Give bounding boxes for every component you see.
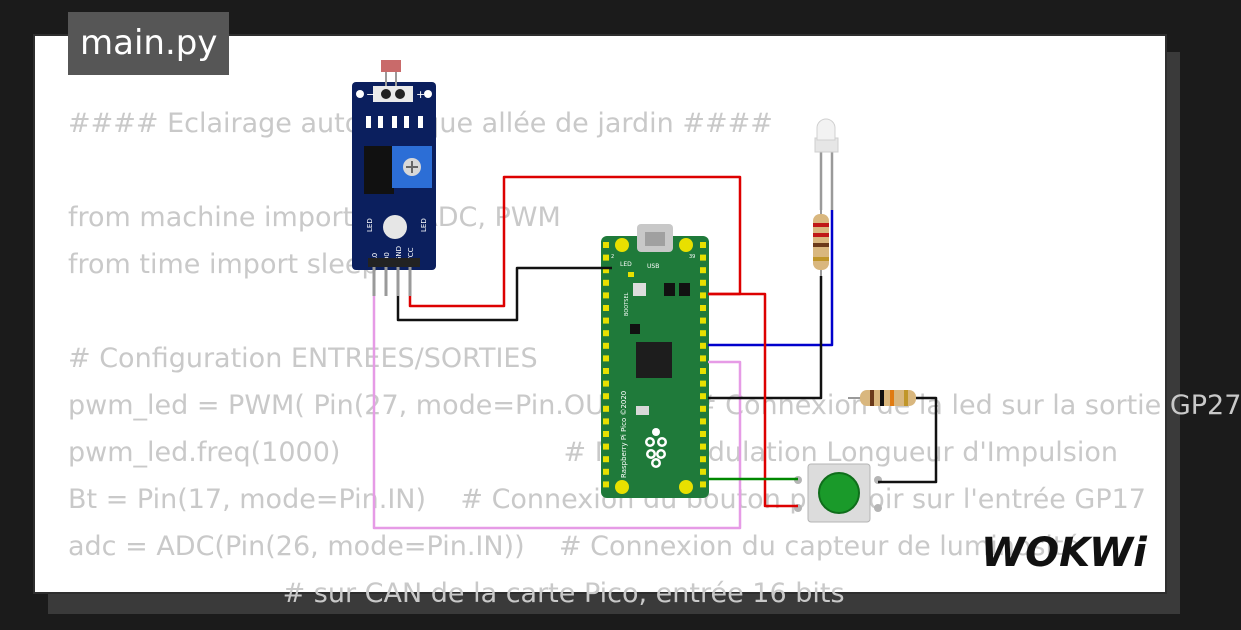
wire-red-button — [708, 292, 798, 508]
polarity-plus: + — [416, 88, 425, 101]
wire-pink-a0 — [372, 296, 742, 530]
pico-pin[interactable] — [700, 292, 706, 299]
pico-pin[interactable] — [700, 418, 706, 425]
wokwi-logo: WOKWi — [981, 530, 1148, 576]
pico-pin[interactable] — [603, 393, 609, 400]
pin-label-gnd: GND — [395, 246, 403, 262]
pico-pin[interactable] — [603, 330, 609, 337]
pico-pin[interactable] — [603, 418, 609, 425]
pico-pin[interactable] — [603, 292, 609, 299]
code-line: #### Eclairage automatique allée de jard… — [68, 108, 773, 139]
photoresistor — [381, 60, 401, 72]
pico-pin[interactable] — [603, 431, 609, 437]
pico-pin[interactable] — [603, 481, 609, 488]
board-text: Raspberry Pi Pico ©2020 — [620, 391, 628, 478]
pico-pin[interactable] — [700, 305, 706, 311]
logo-text: WOKWi — [981, 530, 1148, 576]
pico-pin[interactable] — [700, 431, 706, 437]
pin-label-a0: A0 — [371, 253, 379, 262]
pico-pin[interactable] — [700, 254, 706, 261]
pico-pin[interactable] — [603, 355, 609, 362]
pico-pin[interactable] — [603, 405, 609, 412]
pico-pin[interactable] — [700, 368, 706, 374]
led[interactable] — [814, 118, 839, 210]
file-tab[interactable]: main.py — [68, 12, 230, 75]
wire-black-led — [708, 276, 823, 400]
pico-pin[interactable] — [700, 405, 706, 412]
simulation-canvas[interactable] — [33, 34, 1167, 594]
wire-black-gnd — [396, 266, 612, 322]
resistor-led[interactable] — [813, 206, 829, 276]
raspberry-icon — [645, 428, 667, 468]
rp2040-chip — [636, 342, 672, 378]
pin-label-left: 2 — [611, 254, 614, 260]
pico-pin[interactable] — [603, 368, 609, 374]
sensor-led-label: LED — [366, 218, 374, 232]
pico-pin[interactable] — [700, 267, 706, 274]
pico-pin[interactable] — [700, 380, 706, 387]
usb-label: USB — [647, 263, 659, 270]
pico-pin[interactable] — [700, 279, 706, 286]
bootsel-label: BOOTSEL — [624, 292, 630, 316]
pico-pin[interactable] — [700, 468, 706, 475]
pico-pin[interactable] — [700, 481, 706, 488]
pico-pin[interactable] — [603, 443, 609, 450]
pico-pin[interactable] — [603, 254, 609, 261]
sensor-led-label: LED — [420, 218, 428, 232]
light-sensor-module[interactable]: − + LED LED A0 D0 GND VCC — [352, 60, 436, 296]
pico-pin[interactable] — [700, 456, 706, 463]
wire-blue-led — [708, 210, 834, 347]
code-line: pwm_led.freq(1000) # MLI - Modulation Lo… — [68, 437, 1119, 468]
pico-pin[interactable] — [700, 355, 706, 362]
pin-label-vcc: VCC — [407, 247, 415, 262]
pico-pin[interactable] — [603, 317, 609, 324]
pico-pin[interactable] — [603, 468, 609, 475]
polarity-minus: − — [366, 88, 375, 101]
pico-pin[interactable] — [700, 443, 706, 450]
pico-pin[interactable] — [700, 393, 706, 400]
pico-pin[interactable] — [603, 456, 609, 463]
pico-pin[interactable] — [700, 342, 706, 349]
wires — [372, 175, 938, 530]
pico-pin[interactable] — [603, 380, 609, 387]
pin-label-d0: D0 — [383, 252, 391, 262]
code-line: adc = ADC(Pin(26, mode=Pin.IN)) # Connex… — [68, 531, 1081, 562]
pin-label-right: 39 — [689, 254, 695, 260]
pico-pin[interactable] — [700, 317, 706, 324]
push-button[interactable] — [794, 463, 882, 523]
pico-pin[interactable] — [603, 305, 609, 311]
wire-black-resistor — [878, 396, 938, 484]
pico-pin[interactable] — [603, 242, 609, 248]
pico-pin[interactable] — [700, 242, 706, 248]
code-line: # Configuration ENTREES/SORTIES — [68, 343, 538, 374]
led-label: LED — [620, 261, 632, 268]
raspberry-pi-pico[interactable]: USB LED 2 39 BOOTSEL Raspberry Pi Pico ©… — [601, 224, 709, 498]
circuit-diagram: − + LED LED A0 D0 GND VCC USB LED 2 — [352, 60, 938, 530]
pico-pin-headers[interactable] — [603, 242, 706, 488]
pico-pin[interactable] — [603, 342, 609, 349]
pico-pin[interactable] — [700, 330, 706, 337]
bootsel-button[interactable] — [633, 283, 646, 296]
pico-pin[interactable] — [603, 279, 609, 286]
pico-pin[interactable] — [603, 267, 609, 274]
code-line: # sur CAN de la carte Pico, entrée 16 bi… — [68, 578, 845, 609]
